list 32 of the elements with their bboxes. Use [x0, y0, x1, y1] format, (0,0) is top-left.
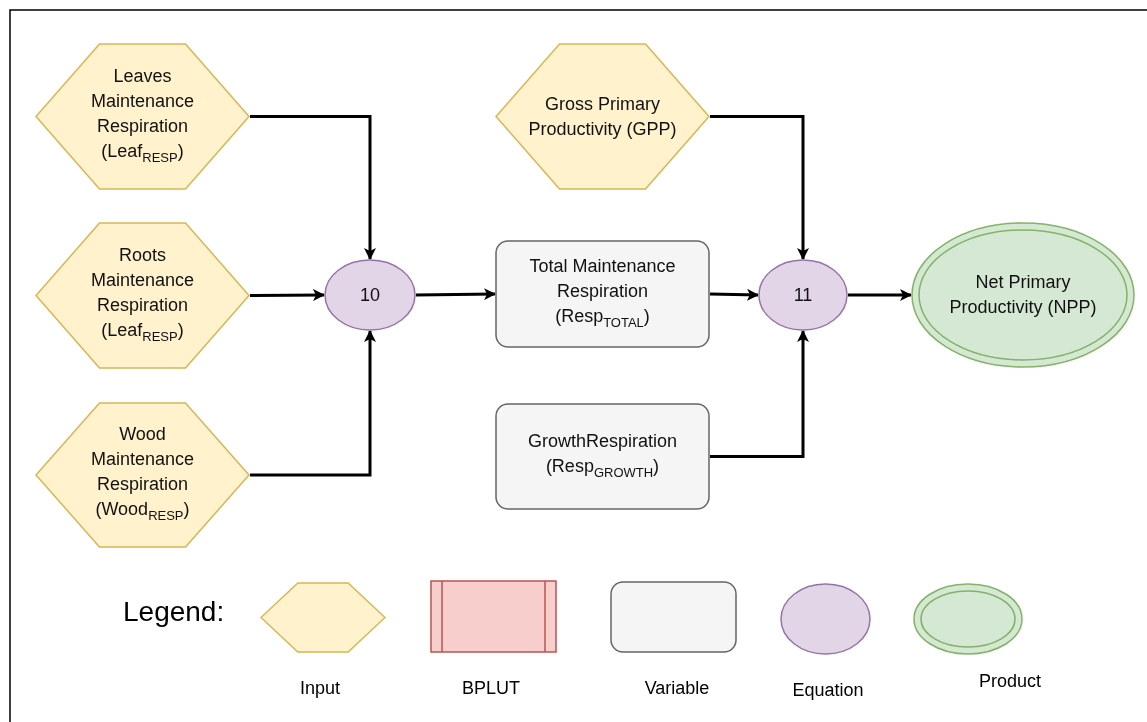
legend-label: Product	[979, 671, 1041, 692]
node-label: Net Primary Productivity (NPP)	[948, 271, 1098, 319]
node-label: GrowthRespiration (Resp$_{GROWTH}$)	[526, 429, 679, 482]
arrow	[250, 330, 376, 477]
equation-ellipse	[324, 259, 416, 331]
product-ellipse	[911, 222, 1135, 368]
input-hexagon	[35, 222, 250, 369]
variable-box	[495, 403, 710, 510]
legend-label: BPLUT	[462, 678, 520, 699]
equation-ellipse	[758, 259, 848, 331]
input-hexagon	[35, 43, 250, 190]
legend-title: Legend:	[123, 596, 225, 628]
variable-box	[495, 240, 710, 348]
node-label: Wood Maintenance Respiration (Wood$_{RESP}$)	[89, 423, 196, 525]
arrow	[415, 288, 496, 301]
arrow	[710, 115, 809, 260]
input-hexagon	[495, 43, 710, 190]
legend-label: Input	[300, 678, 340, 699]
arrow	[250, 115, 376, 260]
node-label: 11	[792, 283, 814, 307]
input-hexagon	[35, 402, 250, 548]
node-label: Roots Maintenance Respiration (Leaf$_{RESP}$)	[89, 243, 196, 346]
arrow	[709, 288, 759, 301]
node-label: Gross Primary Productivity (GPP)	[527, 92, 678, 141]
legend-label: Equation	[792, 680, 864, 701]
arrow	[848, 289, 912, 301]
node-label: 10	[359, 283, 381, 307]
node-label: Leaves Maintenance Respiration (Leaf$_{RESP}$)	[89, 64, 196, 167]
arrow	[250, 289, 325, 302]
legend-label: Variable	[644, 678, 710, 699]
arrow	[710, 330, 809, 458]
node-label: Total Maintenance Respiration (Resp$_{TOTAL}$)	[528, 254, 677, 332]
